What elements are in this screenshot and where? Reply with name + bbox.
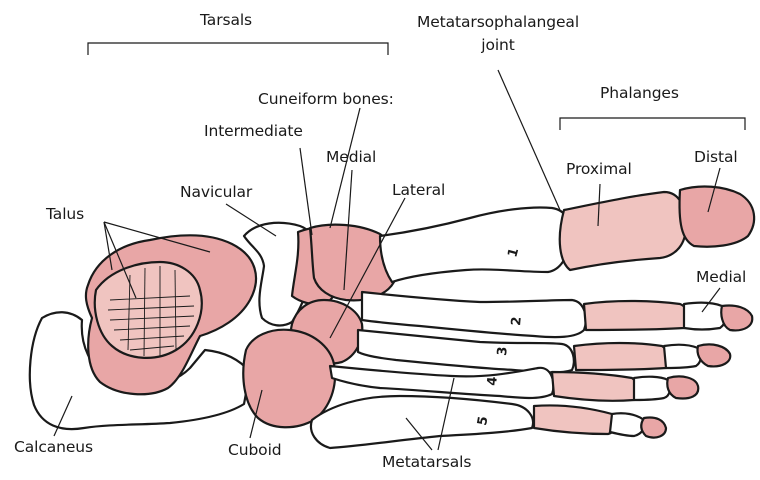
calcaneus-label: Calcaneus [14,440,93,456]
metatarsal-1-bone [380,207,570,282]
toe-2-proximal-phalanx [584,301,688,330]
mtp-joint-leader [498,70,560,210]
toe-5-distal-phalanx [641,417,666,437]
lateral-label: Lateral [392,183,445,199]
big-toe-proximal-phalanx [560,192,686,270]
distal-label: Distal [694,150,738,166]
mtp-joint-label-line2: joint [462,38,534,54]
metatarsals-label: Metatarsals [382,455,471,471]
tarsals-bracket [88,43,388,55]
talus-label: Talus [46,207,84,223]
toe-3-proximal-phalanx [574,343,670,370]
cuboid-label: Cuboid [228,443,282,459]
mtp-joint-label-line1: Metatarsophalangeal [398,15,598,31]
intermediate-leader [300,148,312,235]
metatarsal-number-2: 2 [509,316,525,326]
toe-5-middle-phalanx [610,413,645,436]
big-toe-distal-phalanx [680,187,755,247]
toe-2-middle-phalanx [684,303,726,330]
phalanges-label: Phalanges [600,86,679,102]
toe-2-distal-phalanx [721,305,752,330]
toe-4-distal-phalanx [667,376,698,398]
medial-cuneiform-label: Medial [326,150,376,166]
metatarsal-2-bone [362,292,586,337]
toe-4-middle-phalanx [634,377,670,400]
navicular-label: Navicular [180,185,252,201]
metatarsal-4-bone [330,366,553,398]
metatarsal-number-4: 4 [485,376,501,386]
toe-3-middle-phalanx [664,345,701,368]
metatarsal-number-3: 3 [495,346,511,356]
toe-5-proximal-phalanx [534,405,615,434]
cuneiform-leader [330,108,360,228]
medial-phalanx-label: Medial [696,270,746,286]
toe-3-distal-phalanx [697,344,730,366]
cuneiform-bones-label: Cuneiform bones: [258,92,394,108]
toe-4-proximal-phalanx [552,372,638,401]
phalanges-bracket [560,118,745,130]
proximal-label: Proximal [566,162,632,178]
intermediate-label: Intermediate [204,124,303,140]
tarsals-label: Tarsals [200,13,252,29]
metatarsal-5-bone [311,396,533,448]
